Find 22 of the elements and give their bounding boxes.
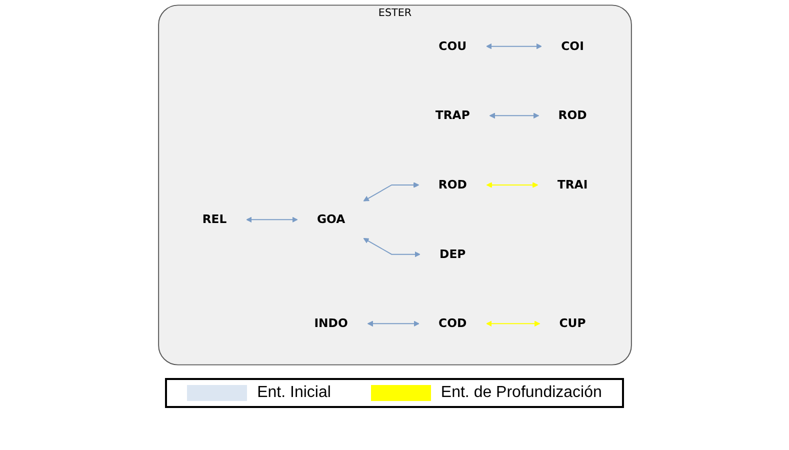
node-text: REL <box>202 212 226 226</box>
node-text: COU <box>438 40 466 54</box>
arrow <box>486 320 540 327</box>
node-text: ROD <box>438 178 466 192</box>
legend-label: Ent. Inicial <box>257 384 331 402</box>
arrow <box>362 182 419 202</box>
legend-label: Ent. de Profundización <box>440 384 602 402</box>
node-text: GOA <box>316 212 345 226</box>
arrow <box>488 112 539 119</box>
arrow <box>246 216 298 223</box>
node-text: ROD <box>558 108 586 122</box>
node-text: TRAP <box>434 108 470 122</box>
arrow <box>486 182 538 188</box>
node-text: CUP <box>558 316 586 330</box>
node-text: DEP <box>439 248 466 262</box>
node-text: COD <box>438 316 466 330</box>
node-text: INDO <box>314 316 348 330</box>
node-text: COI <box>560 40 584 54</box>
arrow <box>486 43 542 50</box>
node-text: TRAI <box>556 178 588 192</box>
arrow <box>362 238 420 258</box>
arrow <box>366 320 419 327</box>
